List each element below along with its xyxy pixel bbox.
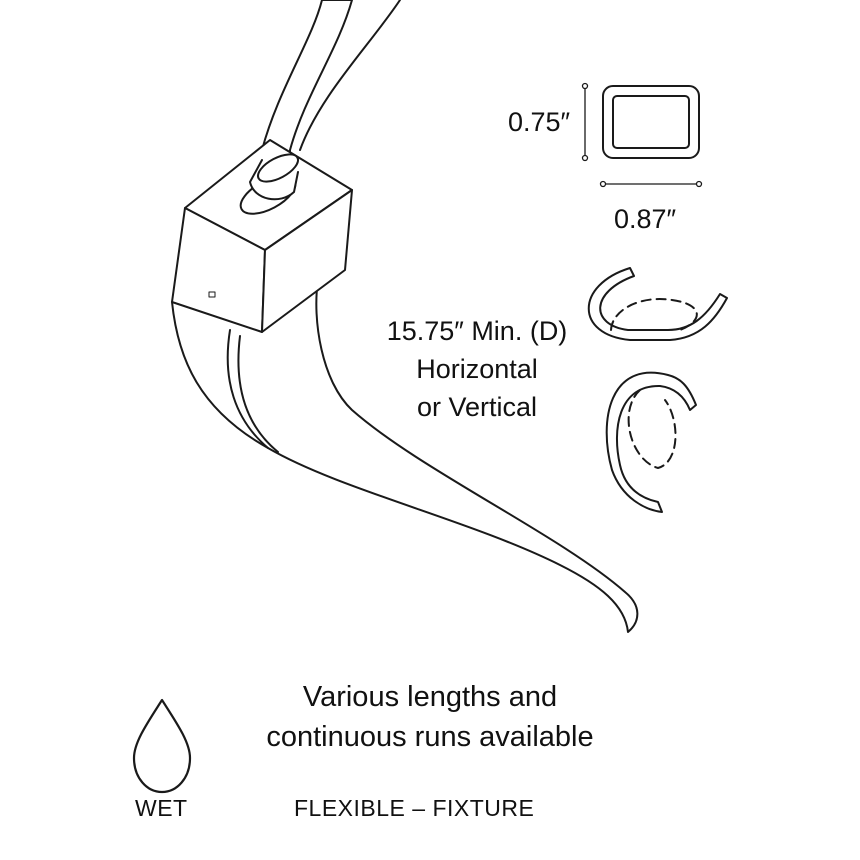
height-dimension-line: [581, 82, 589, 162]
bend-orientation-line: or Vertical: [416, 392, 538, 422]
flex-strip: [171, 279, 639, 633]
end-cap-block: [171, 139, 353, 333]
wet-rating-label: WET: [135, 795, 188, 821]
bend-radius-label: 15.75″ Min. (D): [386, 316, 568, 346]
bend-orientation-line: Horizontal: [416, 354, 538, 384]
product-type-label: FLEXIBLE – FIXTURE: [294, 795, 535, 821]
availability-line: continuous runs available: [266, 721, 594, 753]
availability-line: Various lengths and: [302, 681, 558, 713]
height-label: 0.75″: [508, 107, 571, 137]
water-drop-icon: [132, 698, 192, 794]
width-label: 0.87″: [614, 204, 677, 234]
vertical-bend-diagram: [605, 371, 697, 513]
horizontal-bend-diagram: [587, 267, 728, 341]
cable-collar: [239, 153, 299, 215]
profile-cross-section: [602, 85, 700, 159]
width-dimension-line: [599, 180, 703, 188]
